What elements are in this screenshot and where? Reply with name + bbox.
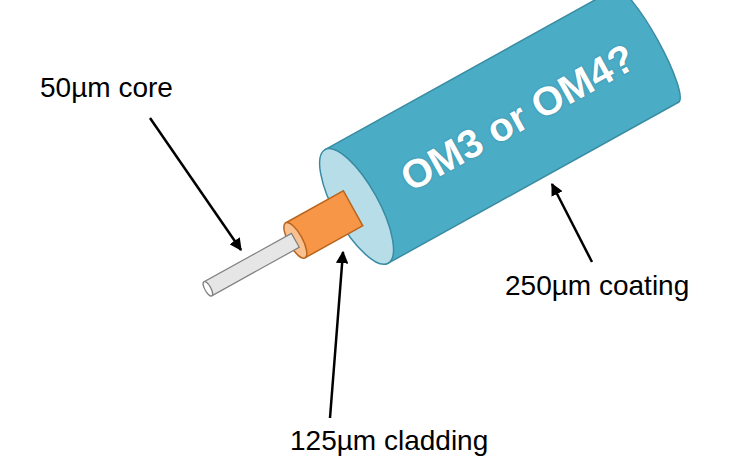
dimension-label: 50µm core (40, 72, 173, 104)
dimension-label: 250µm coating (505, 270, 689, 302)
dimension-label: 125µm cladding (290, 425, 488, 457)
core-end-face (201, 280, 214, 297)
core-body (204, 233, 299, 295)
leader-arrow (150, 118, 241, 250)
leader-arrow (552, 184, 592, 262)
leader-arrow (330, 252, 343, 418)
coating-cylinder: OM3 or OM4? (325, 0, 689, 263)
